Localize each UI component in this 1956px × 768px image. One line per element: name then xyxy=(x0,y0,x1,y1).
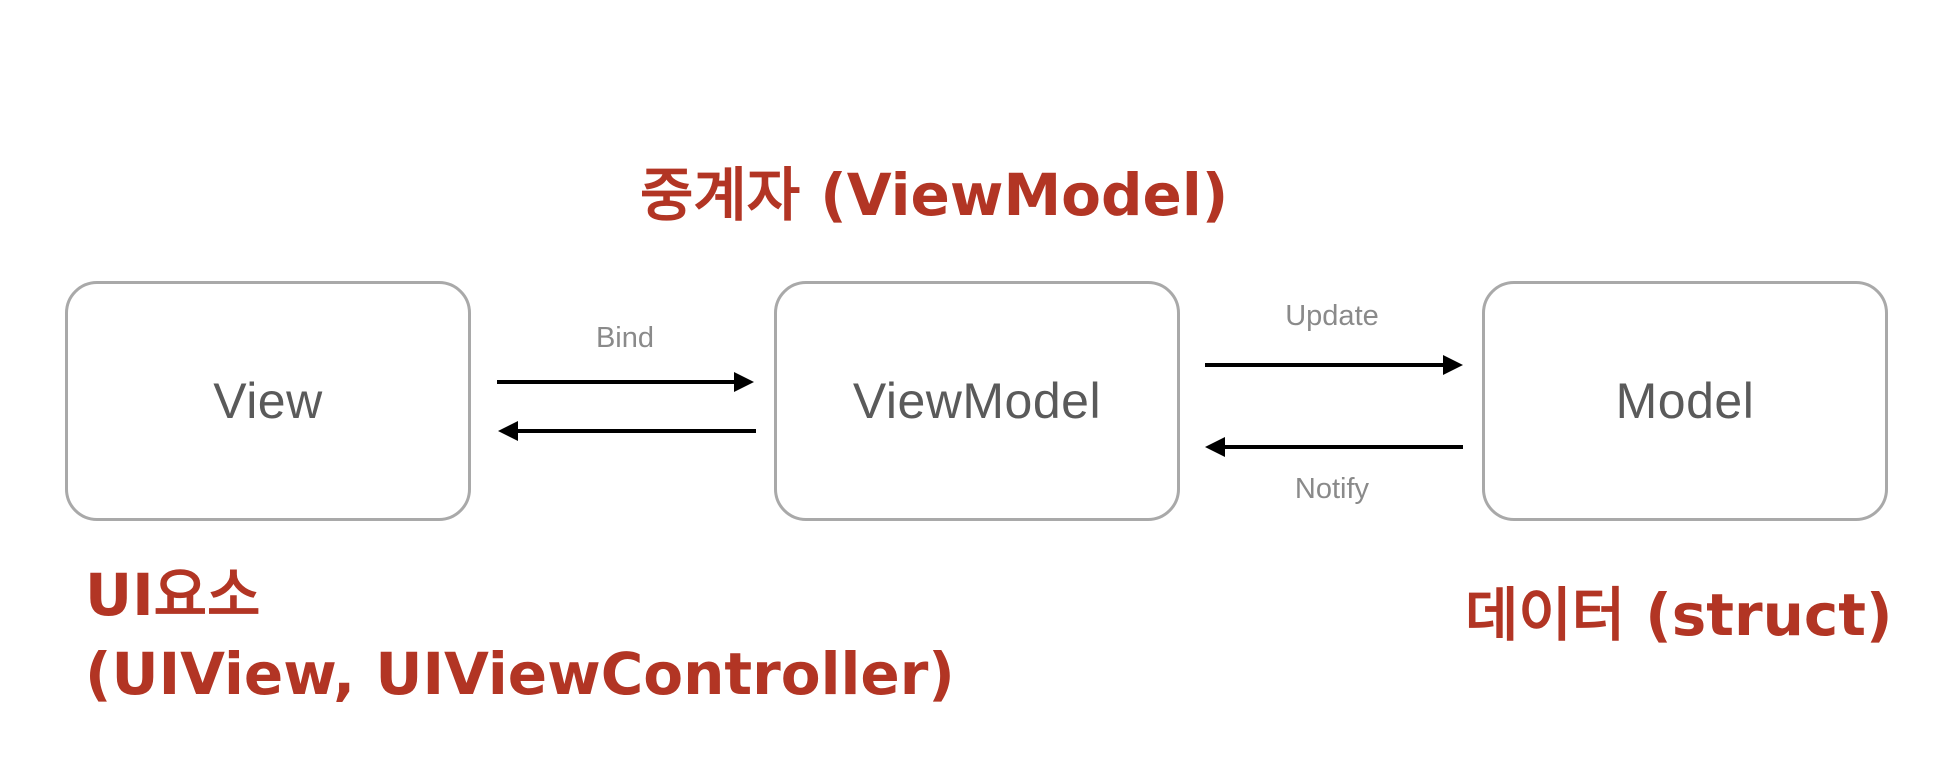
model-box-label: Model xyxy=(1615,373,1755,429)
viewmodel-role-title: 중계자 (ViewModel) xyxy=(640,161,1229,229)
update-arrow xyxy=(1205,355,1463,375)
model-box: Model xyxy=(1482,281,1888,521)
view-box-label: View xyxy=(213,373,323,429)
notify-arrow-label: Notify xyxy=(1294,473,1370,505)
view-caption-subtitle: (UIView, UIViewController) xyxy=(85,640,955,708)
viewmodel-box: ViewModel xyxy=(774,281,1180,521)
model-caption: 데이터 (struct) xyxy=(1465,581,1893,649)
view-caption-title: UI요소 xyxy=(85,561,261,629)
view-box: View xyxy=(65,281,471,521)
viewmodel-box-label: ViewModel xyxy=(852,373,1102,429)
bind-arrow-left xyxy=(498,421,756,441)
update-arrow-label: Update xyxy=(1285,300,1379,332)
bind-arrow-label: Bind xyxy=(595,322,655,354)
bind-arrow-right xyxy=(497,372,754,392)
notify-arrow xyxy=(1205,437,1463,457)
